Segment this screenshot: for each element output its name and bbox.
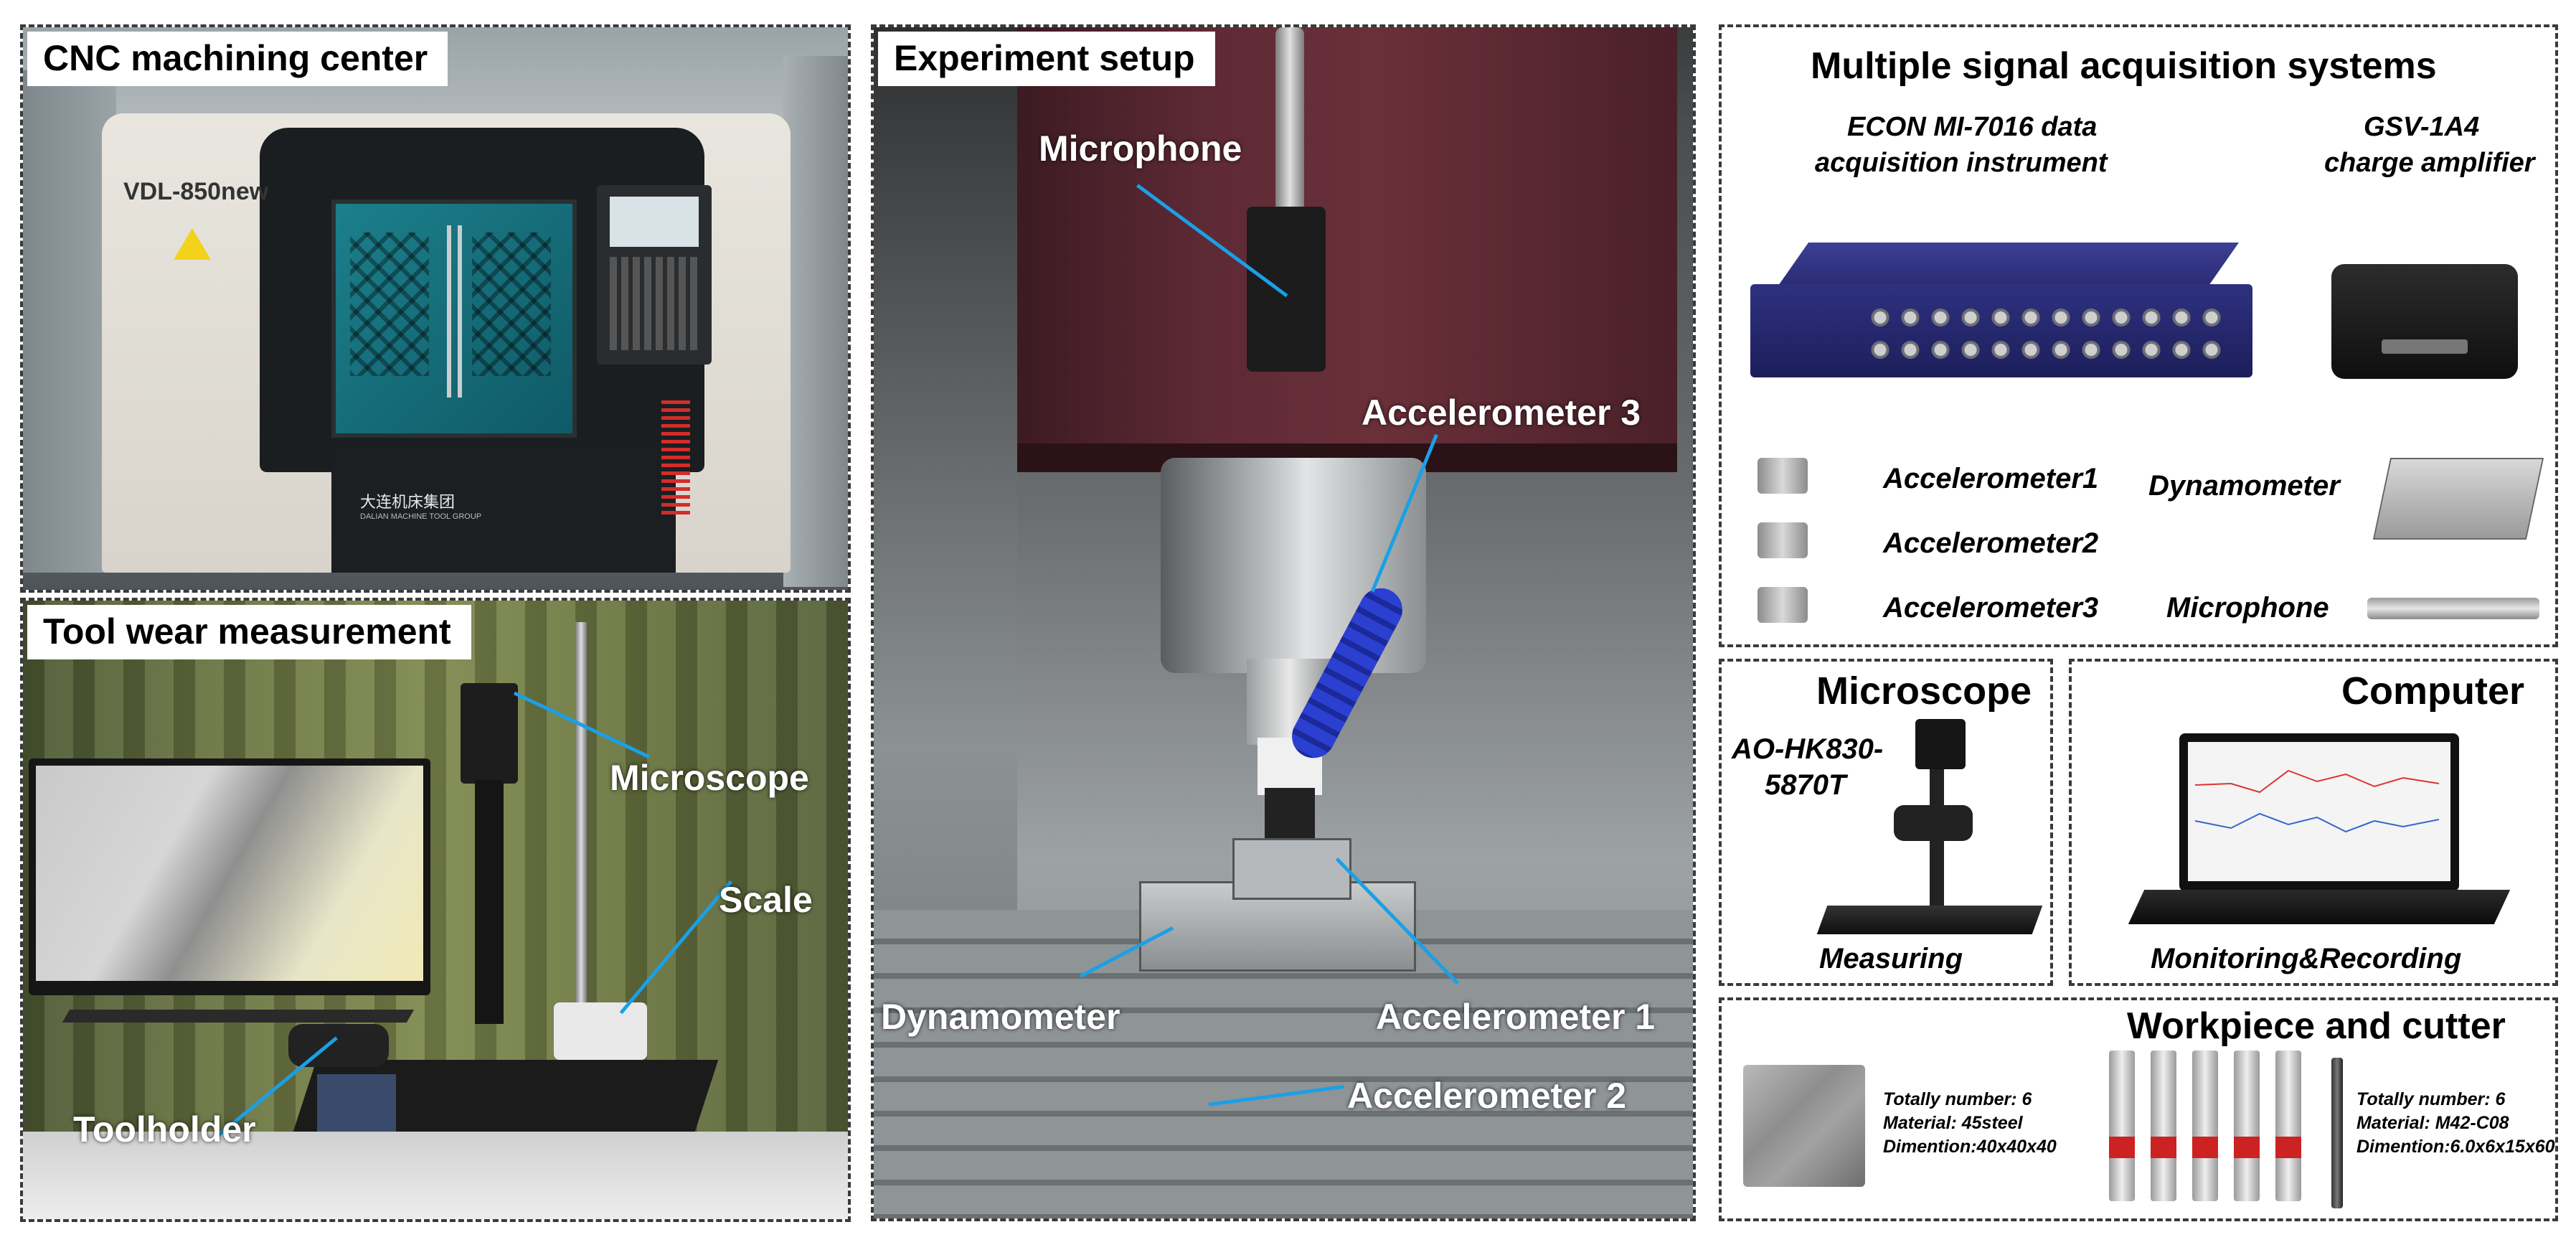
setup-panel: Experiment setup Microphone Acceleromete… xyxy=(871,24,1696,1221)
acq-accelerometer2-label: Accelerometer2 xyxy=(1883,527,2099,559)
cnc-model-label: VDL-850new xyxy=(123,178,269,205)
toolholder-device xyxy=(288,1024,389,1067)
toolwear-panel: Tool wear measurement Microscope Scale T… xyxy=(20,598,851,1222)
accelerometer3-icon xyxy=(1758,587,1808,623)
workpiece-spec-dimension: Dimention:40x40x40 xyxy=(1883,1137,2057,1157)
cutter-single xyxy=(2331,1058,2343,1208)
computer-panel: Computer Monitoring&Recording xyxy=(2069,659,2558,986)
cnc-panel-title: CNC machining center xyxy=(27,32,448,86)
cutter-specs: Totally number: 6 Material: M42-C08 Dime… xyxy=(2356,1088,2555,1159)
label-accelerometer3: Accelerometer 3 xyxy=(1362,393,1641,433)
acquisition-panel-title: Multiple signal acquisition systems xyxy=(1811,45,2437,87)
setup-photo xyxy=(874,27,1693,1218)
daq-label-line1: ECON MI-7016 data xyxy=(1847,112,2098,142)
charge-amplifier-device xyxy=(2331,264,2518,379)
daq-label-line2: acquisition instrument xyxy=(1815,148,2108,178)
setup-panel-title: Experiment setup xyxy=(878,32,1215,86)
scale-device xyxy=(554,1002,647,1060)
cnc-brand-text: 大连机床集团 xyxy=(360,494,456,512)
acq-microphone-label: Microphone xyxy=(2166,592,2329,624)
toolwear-panel-title: Tool wear measurement xyxy=(27,605,471,659)
label-microphone: Microphone xyxy=(1039,128,1242,169)
label-microscope: Microscope xyxy=(610,758,809,798)
workpiece-spec-material: Material: 45steel xyxy=(1883,1113,2023,1133)
dynamometer-icon xyxy=(2372,458,2544,540)
monitor xyxy=(29,758,430,995)
workpiece-specs: Totally number: 6 Material: 45steel Dime… xyxy=(1883,1088,2057,1159)
spindle-head xyxy=(1010,27,1677,458)
cutter-spec-material: Material: M42-C08 xyxy=(2356,1113,2509,1133)
computer-caption: Monitoring&Recording xyxy=(2151,943,2462,974)
accelerometer2-icon xyxy=(1758,522,1808,558)
amp-label-line1: GSV-1A4 xyxy=(2364,112,2480,142)
microscope-caption: Measuring xyxy=(1819,943,1963,974)
cnc-door xyxy=(331,199,577,438)
warning-sign-icon xyxy=(174,228,211,260)
microscope-panel-title: Microscope xyxy=(1816,669,2032,713)
laptop-device xyxy=(2179,733,2459,891)
computer-panel-title: Computer xyxy=(2341,669,2524,713)
cnc-photo: 大连机床集团 DALIAN MACHINE TOOL GROUP VDL-850… xyxy=(23,27,848,590)
label-accelerometer1: Accelerometer 1 xyxy=(1376,997,1656,1037)
label-accelerometer2: Accelerometer 2 xyxy=(1347,1076,1627,1116)
cnc-brand-subtext: DALIAN MACHINE TOOL GROUP xyxy=(360,512,482,521)
cnc-panel: 大连机床集团 DALIAN MACHINE TOOL GROUP VDL-850… xyxy=(20,24,851,593)
acq-accelerometer1-label: Accelerometer1 xyxy=(1883,463,2099,494)
label-dynamometer: Dynamometer xyxy=(881,997,1120,1037)
microphone-icon xyxy=(2367,598,2539,619)
cutter-spec-dimension: Dimention:6.0x6x15x60 xyxy=(2356,1137,2555,1157)
workpiece-panel: Workpiece and cutter Totally number: 6 M… xyxy=(1719,997,2558,1221)
daq-device xyxy=(1743,243,2274,386)
microscope-model-line2: 5870T xyxy=(1765,769,1846,801)
label-toolholder: Toolholder xyxy=(73,1109,256,1150)
label-scale: Scale xyxy=(719,880,813,920)
workpiece-spec-count: Totally number: 6 xyxy=(1883,1089,2032,1109)
acq-accelerometer3-label: Accelerometer3 xyxy=(1883,592,2099,624)
microscope-model-line1: AO-HK830- xyxy=(1732,733,1884,765)
acq-dynamometer-label: Dynamometer xyxy=(2148,470,2340,502)
acquisition-panel: Multiple signal acquisition systems ECON… xyxy=(1719,24,2558,647)
cnc-control-panel xyxy=(597,185,712,365)
microscope-panel: Microscope AO-HK830- 5870T Measuring xyxy=(1719,659,2053,986)
accelerometer1-icon xyxy=(1758,458,1808,494)
amp-label-line2: charge amplifier xyxy=(2324,148,2535,178)
workpiece-cube xyxy=(1743,1065,1865,1187)
cutter-spec-count: Totally number: 6 xyxy=(2356,1089,2506,1109)
workpiece-panel-title: Workpiece and cutter xyxy=(2127,1005,2506,1047)
cutter-set xyxy=(2109,1051,2324,1216)
